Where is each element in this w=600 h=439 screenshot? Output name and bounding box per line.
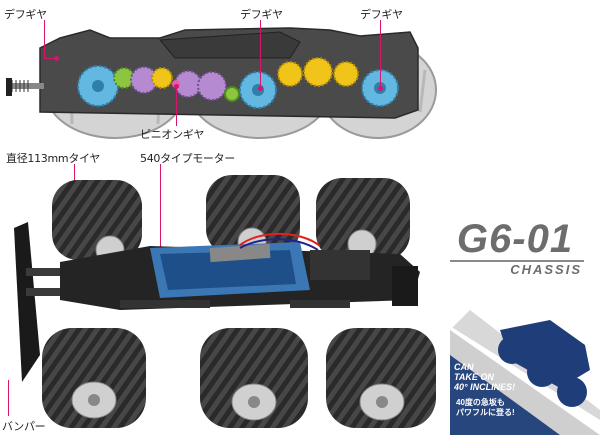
badge-jp-line1: 40度の急坂も [456,398,505,407]
tire-rear-left [316,178,410,260]
logo-sub: CHASSIS [510,262,582,277]
g6-01-chassis-logo: G6-01 CHASSIS [440,218,590,288]
leader-dot [258,86,263,91]
badge-en-line2: TAKE ON [454,372,494,382]
truck-silhouette-icon [498,320,590,407]
tire-front-right [42,328,146,428]
badge-en-line1: CAN [454,362,474,372]
chassis-illustration [14,175,436,428]
callout-pinion-gear: ピニオンギヤ [140,128,205,141]
leader-dot [378,86,383,91]
tire-middle-left [206,175,300,255]
tire-middle-right [200,328,308,428]
leader-dot [54,56,59,61]
logo-model: G6-01 [456,217,574,261]
callout-tire: 直径113mmタイヤ [6,152,101,165]
leader-line [260,20,261,88]
badge-jp-line2: パワフルに登る! [456,408,515,417]
leader-line [8,380,9,416]
leader-line [160,164,161,248]
incline-badge: CAN TAKE ON 40° INCLINES! 40度の急坂も パワフルに登… [450,300,600,435]
leader-line [176,86,177,126]
leader-line [44,20,45,58]
callout-diff-gear-right: デフギヤ [360,8,403,21]
leader-dot [174,84,179,89]
tire-rear-right [326,328,436,428]
badge-en-line3: 40° INCLINES! [454,382,516,392]
callout-diff-gear-left: デフギヤ [4,8,47,21]
incline-graphic [450,310,600,435]
callout-motor: 540タイプモーター [140,152,235,165]
leader-line [44,58,56,59]
callout-diff-gear-center: デフギヤ [240,8,283,21]
leader-line [74,164,75,182]
leader-line [380,20,381,88]
callout-bumper: バンパー [2,420,46,433]
logo-rule [450,260,584,262]
